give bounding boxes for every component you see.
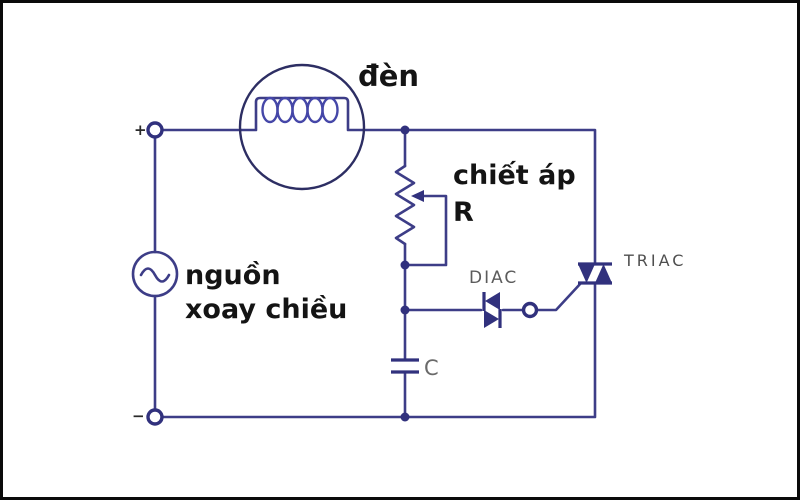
wire-bottom [160,282,597,419]
wire-wiper-loop [403,194,448,267]
positive-terminal-circle [146,121,164,139]
capacitor-label: C [424,356,439,380]
wiper-arrow-icon [411,190,424,202]
potentiometer-symbol [394,164,424,246]
junction-dot [400,412,410,422]
junction-dots [400,125,410,422]
wire-top [160,96,597,266]
sine-wave-icon [139,267,171,283]
ac-source-label-line2: xoay chiều [185,294,347,325]
potentiometer-label: chiết áp [453,160,576,191]
junction-dot [400,260,410,270]
lamp-label: đèn [358,59,419,93]
triac-right-triangle [595,264,612,283]
minus-sign: − [132,407,145,425]
resistor-zigzag [394,164,416,246]
ac-source-label-line1: nguồn [185,260,281,291]
gate-node-circle [521,301,539,319]
potentiometer-ref-label: R [453,197,474,228]
junction-dot [400,305,410,315]
triac-left-triangle [578,264,595,283]
schematic-svg: đèn chiết áp R DIAC TRIAC C nguồn xoay c… [131,59,686,426]
triac-symbol [578,262,612,285]
diac-symbol [482,292,502,328]
lamp-circle [238,63,366,191]
diac-bottom-triangle [484,310,499,328]
plus-sign: + [134,121,147,139]
triac-label: TRIAC [623,251,686,270]
negative-terminal-circle [146,408,164,426]
diac-label: DIAC [469,268,518,288]
junction-dot [400,125,410,135]
capacitor-symbol [391,358,419,374]
lamp-symbol [238,63,366,191]
wires [153,96,597,419]
lamp-filament-coil [261,96,339,124]
ac-source-circle [131,250,179,298]
wire-gate [535,281,583,312]
diac-top-triangle [485,292,500,310]
ac-source-symbol [131,250,179,298]
